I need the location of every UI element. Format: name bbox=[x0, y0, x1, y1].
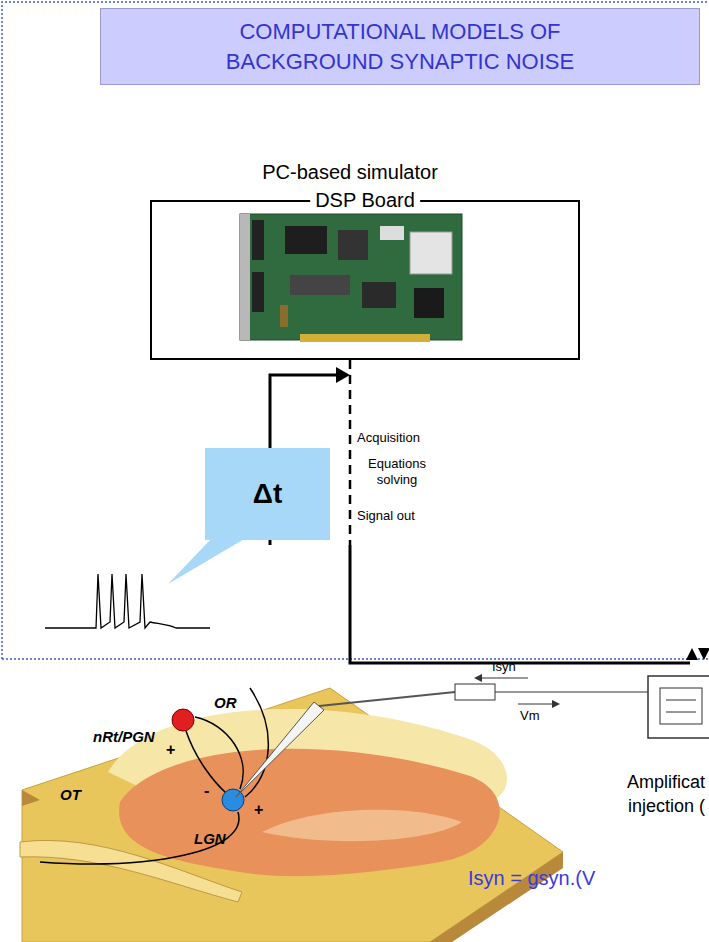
amplifier-display bbox=[660, 688, 702, 724]
arrowhead bbox=[698, 648, 709, 660]
brain-slice bbox=[20, 688, 563, 942]
callout-box: Δt bbox=[205, 448, 330, 540]
connector bbox=[252, 272, 264, 312]
title: COMPUTATIONAL MODELS OF BACKGROUND SYNAP… bbox=[165, 17, 635, 77]
arrowhead bbox=[686, 648, 698, 660]
box-heading: DSP Board bbox=[310, 189, 420, 212]
callout-text: Δt bbox=[253, 478, 282, 510]
chip bbox=[362, 282, 396, 308]
pipette bbox=[236, 702, 324, 797]
current-arrow bbox=[482, 678, 528, 679]
electrode-holder bbox=[455, 684, 495, 700]
axon bbox=[40, 812, 239, 864]
chip bbox=[338, 230, 368, 260]
region-label: OR bbox=[214, 694, 237, 712]
step-label: Equations solving bbox=[357, 456, 437, 487]
signal-wire bbox=[350, 545, 690, 663]
arrowhead bbox=[474, 674, 482, 682]
region-label: nRt/PGN bbox=[93, 728, 155, 746]
slice-edge bbox=[430, 852, 563, 942]
axon bbox=[245, 688, 268, 797]
axon bbox=[195, 717, 243, 789]
chip bbox=[414, 288, 444, 318]
signal-name: Vm bbox=[520, 708, 540, 724]
spike-trace bbox=[45, 574, 210, 628]
dsp-board-photo bbox=[240, 214, 462, 342]
chip bbox=[410, 232, 452, 274]
synapse-sign: + bbox=[254, 800, 263, 819]
synapse-sign: - bbox=[204, 781, 209, 800]
region-label: LGN bbox=[194, 830, 226, 848]
ot-band bbox=[20, 840, 242, 902]
edge-connector bbox=[300, 334, 430, 342]
wire bbox=[495, 691, 648, 692]
equation: Isyn = gsyn.(V bbox=[468, 866, 595, 890]
nrt-neuron bbox=[172, 709, 194, 731]
arrowhead bbox=[552, 700, 560, 708]
section-label: PC-based simulator bbox=[262, 160, 438, 184]
chip bbox=[290, 275, 350, 295]
board-frame: DSP Board bbox=[150, 200, 580, 360]
lgn-fold bbox=[262, 810, 462, 841]
connector bbox=[252, 220, 264, 260]
chip bbox=[380, 226, 404, 240]
region-label: OT bbox=[60, 786, 81, 804]
synapse-sign: + bbox=[166, 740, 175, 759]
slice-face bbox=[22, 688, 563, 942]
recording-setup bbox=[236, 674, 709, 797]
voltage-arrow bbox=[518, 704, 552, 705]
dotted-frame bbox=[2, 2, 709, 659]
device-label: Amplificat bbox=[627, 772, 705, 794]
pipette-shaft bbox=[319, 692, 455, 706]
step-label: Signal out bbox=[357, 508, 415, 524]
step-label: Acquisition bbox=[357, 430, 420, 446]
amplifier bbox=[648, 676, 709, 738]
amplifier-display bbox=[666, 700, 696, 712]
device-label: injection ( bbox=[628, 796, 705, 818]
title-box: COMPUTATIONAL MODELS OF BACKGROUND SYNAP… bbox=[100, 8, 700, 85]
chip bbox=[285, 226, 327, 254]
signal-name: Isyn bbox=[492, 659, 516, 675]
dotted-frame bbox=[2, 658, 709, 660]
dashed-wire bbox=[349, 360, 352, 545]
bracket bbox=[240, 214, 250, 340]
component bbox=[280, 305, 288, 327]
callout-tail bbox=[168, 538, 246, 584]
pcb bbox=[240, 214, 462, 340]
slice-edge bbox=[22, 790, 40, 806]
arrowhead bbox=[336, 367, 350, 383]
